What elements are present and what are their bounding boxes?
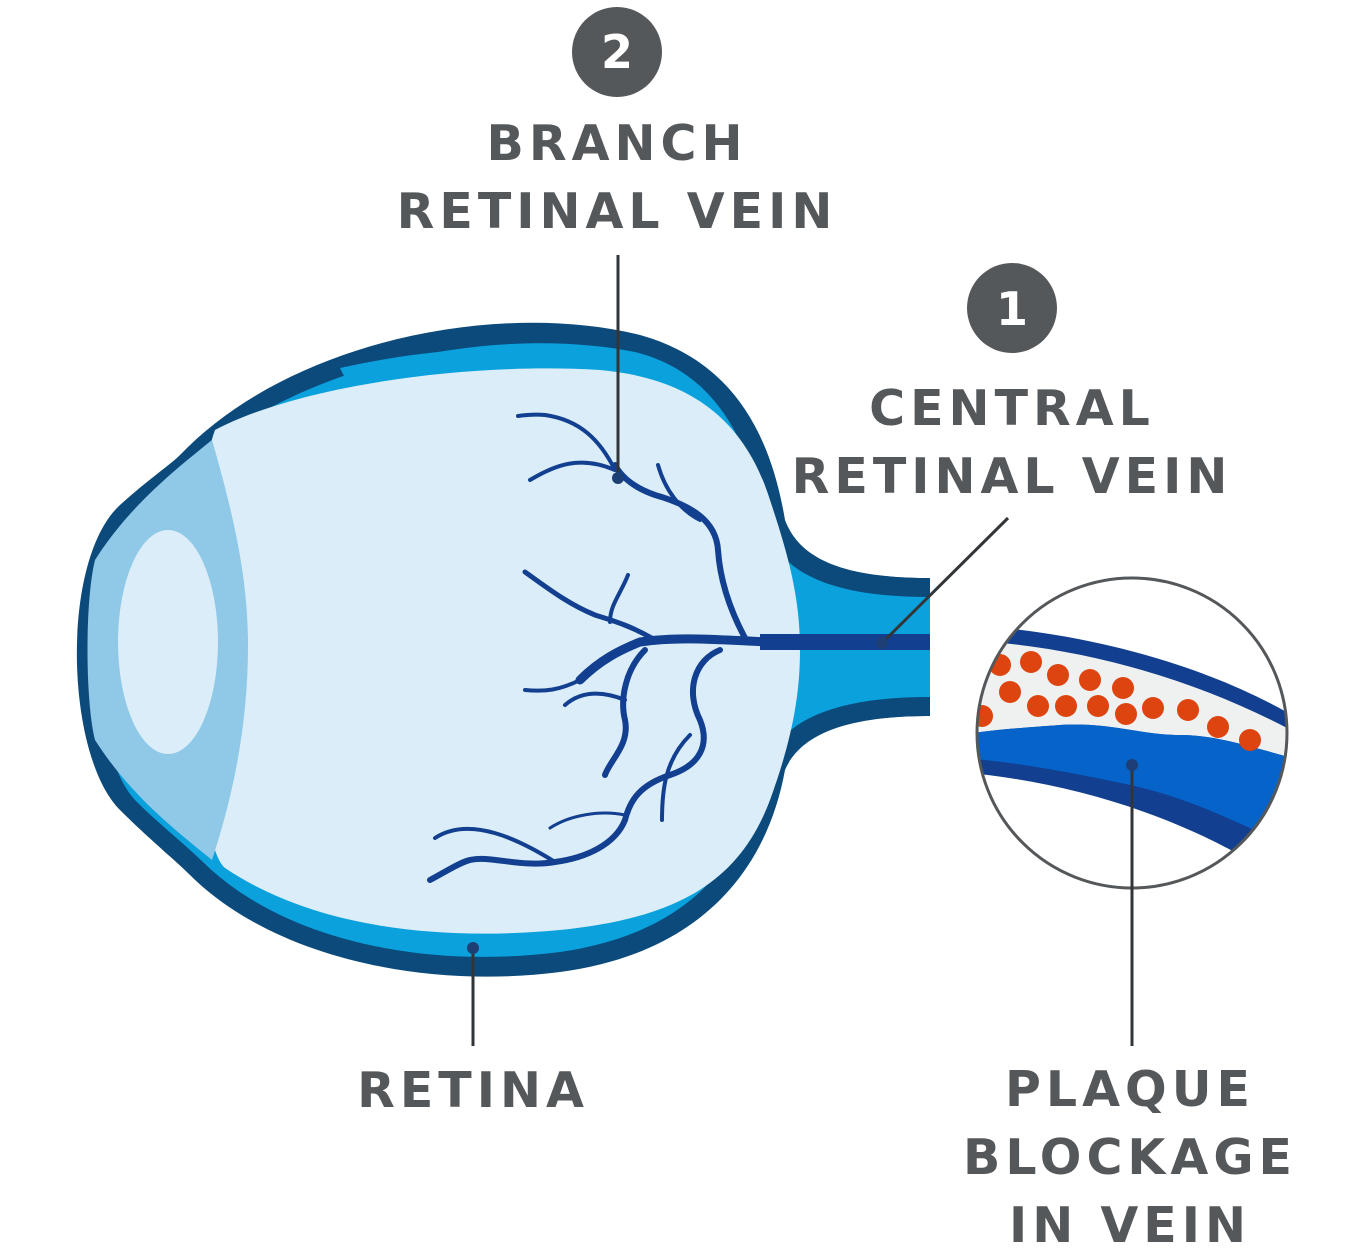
label-plaque-line1: PLAQUE: [1005, 1061, 1255, 1118]
vitreous-body: [200, 368, 800, 934]
leader-plaque: [1126, 759, 1138, 1046]
plaque-cells: [977, 651, 1261, 751]
leader-retina: [467, 942, 479, 1046]
badge-central-number: 1: [996, 282, 1028, 336]
label-retina: RETINA: [357, 1062, 589, 1119]
eyeball: [76, 322, 931, 977]
lens: [118, 530, 218, 754]
leader-central: [876, 516, 1010, 649]
retina-edge-top: [340, 347, 560, 378]
vein-cross-section: [975, 576, 1289, 890]
blood-flow: [977, 724, 1287, 850]
label-central-line1: CENTRAL: [869, 380, 1155, 437]
leader-branch: [612, 255, 624, 484]
badge-branch: 2: [572, 7, 662, 97]
label-plaque-line2: BLOCKAGE: [963, 1129, 1297, 1186]
badge-branch-number: 2: [601, 25, 633, 79]
retinal-veins: [427, 412, 775, 883]
label-branch-line1: BRANCH: [487, 115, 748, 172]
label-plaque-line3: IN VEIN: [1009, 1197, 1251, 1250]
label-branch-line2: RETINAL VEIN: [397, 183, 838, 240]
badge-central: 1: [967, 263, 1057, 353]
label-central-line2: RETINAL VEIN: [792, 448, 1233, 505]
